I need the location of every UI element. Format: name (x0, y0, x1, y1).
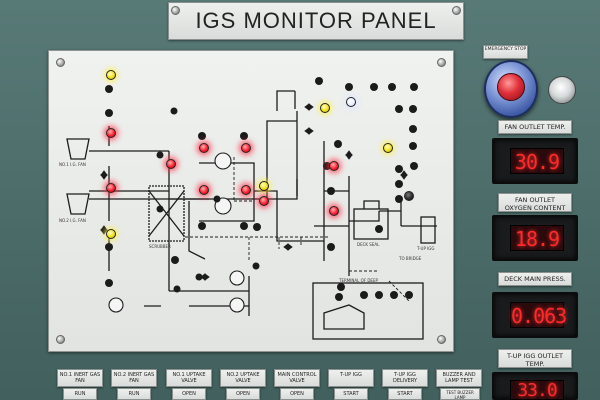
tup-igg-outlet-temp-label: T-UP IGG OUTLET TEMP. (498, 349, 572, 368)
status-lamp (346, 97, 356, 107)
alarm-lamp (241, 143, 251, 153)
buzzer-lamp-test-label: BUZZER AND LAMP TEST (436, 369, 482, 387)
panel-title: IGS MONITOR PANEL (168, 2, 464, 40)
status-lamp (320, 103, 330, 113)
screw (171, 6, 180, 15)
main-control-valve-open-button[interactable]: OPEN (280, 388, 314, 400)
fan-2-label: NO.2 I.G. FAN (59, 218, 86, 223)
tup-igg-outlet-temp-display: 33.0 (492, 372, 578, 400)
alarm-lamp (241, 185, 251, 195)
status-lamp (404, 191, 414, 201)
screw (56, 58, 65, 67)
alarm-lamp (259, 196, 269, 206)
terminal-label: TERMINAL OF DEEP (339, 278, 378, 283)
fan-1-label: NO.1 I.G. FAN (59, 162, 86, 167)
fan-2-run-button[interactable]: RUN (117, 388, 151, 400)
indicator-knob[interactable] (548, 76, 576, 104)
fan-outlet-oxygen-display: 18.9 (492, 215, 578, 261)
status-lamp (106, 229, 116, 239)
emergency-stop-label: EMERGENCY STOP (483, 45, 528, 59)
tup-igg-delivery-label: T-UP IGG DELIVERY (382, 369, 428, 387)
fan-outlet-temp-label: FAN OUTLET TEMP. (498, 120, 572, 134)
screw (56, 335, 65, 344)
screw (452, 6, 461, 15)
screw (437, 335, 446, 344)
uptake-valve-1-open-button[interactable]: OPEN (172, 388, 206, 400)
tup-label: T-UP IGG (417, 246, 435, 251)
alarm-lamp (106, 128, 116, 138)
tup-igg-delivery-start-button[interactable]: START (388, 388, 422, 400)
alarm-lamp (199, 185, 209, 195)
alarm-lamp (329, 161, 339, 171)
fan-1-run-button[interactable]: RUN (63, 388, 97, 400)
deck-main-press-display: 0.063 (492, 292, 578, 338)
buzzer-lamp-test-button[interactable]: TEST BUZZER LAMP (440, 388, 480, 400)
tup-igg-start-button[interactable]: START (334, 388, 368, 400)
tup-igg-label: T-UP IGG (328, 369, 374, 387)
deck-main-press-label: DECK MAIN PRESS. (498, 272, 572, 286)
uptake-valve-1-label: NO.1 UPTAKE VALVE (166, 369, 212, 387)
alarm-lamp (329, 206, 339, 216)
fan-outlet-temp-value: 30.9 (510, 148, 564, 174)
fan-2-label: NO.2 INERT GAS FAN (111, 369, 157, 387)
fan-outlet-oxygen-value: 18.9 (510, 225, 564, 251)
uptake-valve-2-label: NO.2 UPTAKE VALVE (220, 369, 266, 387)
mimic-diagram: NO.1 I.G. FAN NO.2 I.G. FAN SCRUBBER DEC… (48, 50, 454, 352)
deck-main-press-value: 0.063 (510, 302, 567, 328)
emergency-stop-button[interactable] (497, 73, 525, 101)
screw (437, 58, 446, 67)
alarm-lamp (199, 143, 209, 153)
alarm-lamp (166, 159, 176, 169)
status-lamp (259, 181, 269, 191)
fan-outlet-oxygen-label: FAN OUTLET OXYGEN CONTENT (498, 193, 572, 212)
fan-1-label: NO.1 INERT GAS FAN (57, 369, 103, 387)
deck-seal-label: DECK SEAL (357, 242, 380, 247)
emergency-stop-guard (484, 60, 538, 118)
alarm-lamp (106, 183, 116, 193)
main-control-valve-label: MAIN CONTROL VALVE (274, 369, 320, 387)
scrubber-label: SCRUBBER (149, 244, 171, 249)
uptake-valve-2-open-button[interactable]: OPEN (226, 388, 260, 400)
status-lamp (383, 143, 393, 153)
fan-outlet-temp-display: 30.9 (492, 138, 578, 184)
status-lamp (106, 70, 116, 80)
mimic-diagram-lines (66, 77, 437, 340)
tup-igg-outlet-temp-value: 33.0 (510, 380, 564, 400)
to-bridge-label: TO BRIDGE (399, 256, 422, 261)
